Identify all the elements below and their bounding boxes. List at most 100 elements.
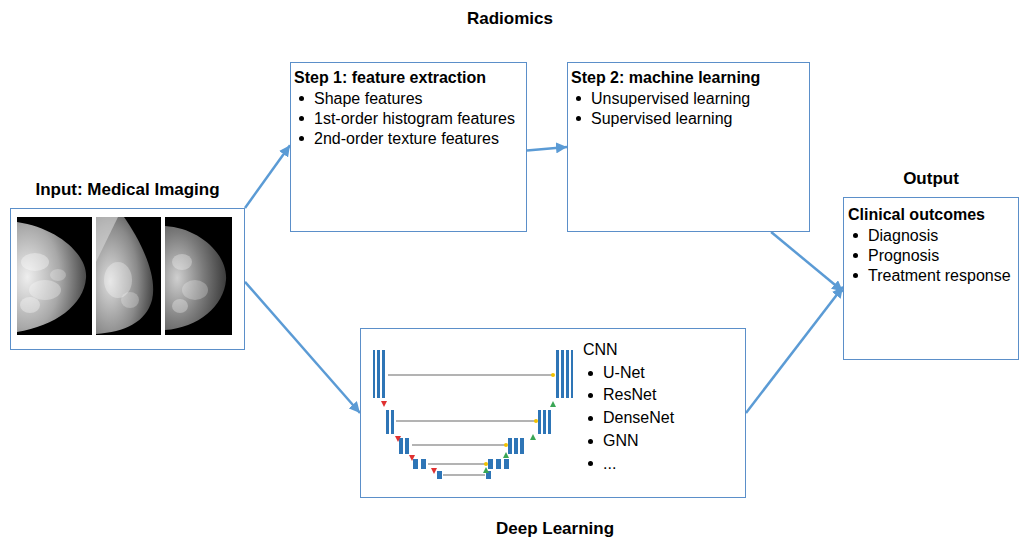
mammogram-images bbox=[17, 222, 86, 332]
bullet-dot bbox=[588, 393, 593, 398]
heading-row: Step 1: feature extraction bbox=[294, 67, 520, 89]
feature-map-bar bbox=[508, 438, 512, 454]
bullet-row: ResNet bbox=[583, 384, 739, 407]
mammogram-images bbox=[172, 299, 188, 313]
box-heading: Clinical outcomes bbox=[848, 206, 985, 223]
mammogram-images bbox=[17, 217, 232, 335]
box-title: Input: Medical Imaging bbox=[35, 180, 219, 199]
outside-heading: Input: Medical Imaging bbox=[35, 179, 219, 200]
bullet-row: Shape features bbox=[294, 89, 520, 109]
feature-map-bar bbox=[488, 459, 493, 469]
output-box: Clinical outcomesDiagnosisPrognosisTreat… bbox=[843, 197, 1019, 360]
mammogram-images bbox=[20, 297, 40, 313]
bullet-dot bbox=[299, 116, 304, 121]
skip-dot bbox=[551, 373, 555, 377]
heading-row: Step 2: machine learning bbox=[571, 67, 803, 89]
feature-map-bar bbox=[382, 350, 385, 398]
mammogram-images bbox=[17, 217, 92, 335]
outside-heading: Output bbox=[903, 168, 959, 189]
bullet-dot bbox=[588, 461, 593, 466]
box-heading: CNN bbox=[583, 341, 618, 358]
skip-connection bbox=[396, 420, 536, 422]
mammogram-images bbox=[50, 269, 66, 281]
bullet-row: 1st-order histogram features bbox=[294, 109, 520, 129]
skip-connection bbox=[443, 474, 485, 476]
bullet-row: GNN bbox=[583, 430, 739, 453]
feature-map-bar bbox=[405, 438, 409, 454]
bullet-row: Unsupervised learning bbox=[571, 89, 803, 109]
feature-map-bar bbox=[538, 410, 541, 434]
mammogram-images bbox=[21, 253, 49, 271]
downsample-arrow bbox=[431, 468, 437, 474]
skip-dot bbox=[534, 419, 538, 423]
box-heading: Step 1: feature extraction bbox=[294, 69, 486, 86]
mammogram-images bbox=[29, 280, 61, 300]
flow-arrow bbox=[771, 232, 843, 292]
bullet-dot bbox=[588, 416, 593, 421]
radiomics-step-box: Step 2: machine learningUnsupervised lea… bbox=[567, 62, 810, 232]
upsample-arrow bbox=[503, 452, 509, 458]
feature-map-bar bbox=[566, 350, 569, 398]
feature-map-bar bbox=[543, 410, 546, 434]
bullet-text: 1st-order histogram features bbox=[314, 110, 515, 127]
feature-map-bar bbox=[386, 410, 389, 434]
upsample-arrow bbox=[530, 434, 536, 440]
bullet-dot bbox=[299, 136, 304, 141]
mammogram-images bbox=[96, 217, 153, 334]
bullet-text: ... bbox=[603, 455, 616, 472]
feature-map-bar bbox=[520, 438, 524, 454]
mammogram-images bbox=[165, 226, 226, 330]
skip-dot bbox=[504, 443, 508, 447]
mammogram-images bbox=[182, 280, 208, 300]
text-column: Step 1: feature extractionShape features… bbox=[294, 67, 520, 149]
flow-arrow bbox=[527, 147, 567, 150]
input-image-box: Input: Medical Imaging bbox=[10, 208, 245, 350]
bullet-text: Supervised learning bbox=[591, 110, 732, 127]
downsample-arrow bbox=[381, 401, 387, 407]
mammogram-images bbox=[165, 217, 232, 335]
heading-row: Clinical outcomes bbox=[848, 204, 1014, 226]
text-column: Step 2: machine learningUnsupervised lea… bbox=[571, 67, 803, 129]
mammogram-images bbox=[121, 292, 139, 308]
feature-map-bar bbox=[437, 471, 442, 479]
feature-map-bar bbox=[504, 459, 509, 469]
skip-connection bbox=[428, 463, 486, 465]
feature-map-bar bbox=[514, 438, 518, 454]
downsample-arrow bbox=[395, 436, 401, 442]
section-label: Deep Learning bbox=[496, 519, 614, 539]
bullet-dot bbox=[588, 371, 593, 376]
bullet-row: Supervised learning bbox=[571, 109, 803, 129]
bullet-text: Shape features bbox=[314, 90, 423, 107]
feature-map-bar bbox=[561, 350, 564, 398]
feature-map-bar bbox=[399, 438, 403, 454]
skip-connection bbox=[412, 444, 506, 446]
radiomics-step-box: Step 1: feature extractionShape features… bbox=[290, 62, 527, 232]
skip-dot bbox=[484, 373, 555, 466]
bullet-text: Prognosis bbox=[868, 247, 939, 264]
upsample-arrow bbox=[483, 467, 489, 473]
feature-map-bar bbox=[391, 410, 394, 434]
bullet-dot bbox=[576, 96, 581, 101]
downsample-arrow bbox=[381, 401, 437, 474]
bullet-text: DenseNet bbox=[603, 409, 674, 426]
downsample-arrow bbox=[409, 455, 415, 461]
mammogram-images bbox=[96, 217, 118, 262]
bullet-row: Treatment response bbox=[848, 266, 1014, 286]
skip-dot bbox=[484, 462, 488, 466]
bullet-row: ... bbox=[583, 453, 739, 476]
flow-arrow bbox=[245, 145, 290, 208]
flow-arrow bbox=[746, 287, 843, 413]
feature-map-bar bbox=[571, 350, 573, 398]
mammogram-images bbox=[96, 217, 161, 335]
bullet-dot bbox=[299, 96, 304, 101]
heading-row: CNN bbox=[583, 339, 739, 362]
bullet-row: 2nd-order texture features bbox=[294, 129, 520, 149]
skip-connection bbox=[388, 375, 553, 475]
feature-map-bar bbox=[548, 410, 551, 434]
text-column: CNNU-NetResNetDenseNetGNN... bbox=[583, 339, 739, 475]
mammogram-images bbox=[172, 254, 192, 270]
bullet-text: 2nd-order texture features bbox=[314, 130, 499, 147]
bullet-dot bbox=[853, 253, 858, 258]
